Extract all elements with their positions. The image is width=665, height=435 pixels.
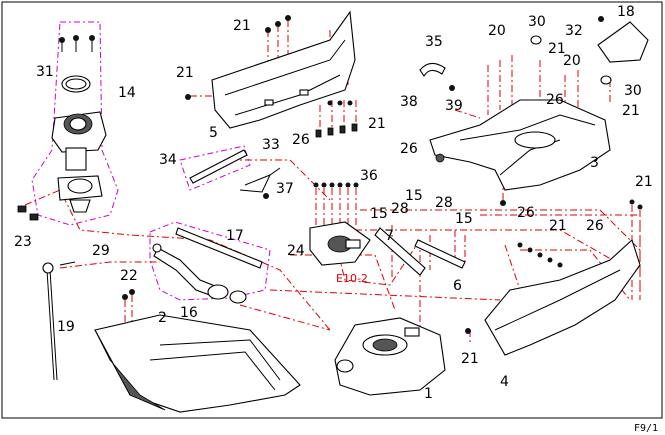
- callout-23: 23: [14, 234, 32, 250]
- callout-15-a: 15: [405, 188, 423, 204]
- part-3-floor-panel: [429, 99, 611, 206]
- callout-26-mid: 26: [292, 132, 310, 148]
- callout-30-top: 30: [528, 14, 546, 30]
- part-35-clip: [419, 62, 455, 91]
- callout-21-top: 21: [233, 18, 251, 34]
- part-17-hose: [175, 227, 263, 269]
- page-id: F9/1: [634, 423, 658, 434]
- callout-20-b: 20: [563, 53, 581, 69]
- callout-21-mid: 21: [368, 116, 386, 132]
- part-23-screws: [17, 205, 39, 221]
- callout-24: 24: [287, 243, 305, 259]
- group-outline-fuel-pump: [31, 21, 119, 226]
- callout-28-b: 28: [435, 195, 453, 211]
- callout-4: 4: [500, 374, 509, 390]
- part-16-hose: [152, 243, 247, 304]
- callout-1: 1: [424, 386, 433, 402]
- callout-5: 5: [209, 125, 218, 141]
- callout-7: 7: [385, 228, 394, 244]
- callout-31: 31: [36, 64, 54, 80]
- callout-32: 32: [565, 23, 583, 39]
- callout-21-right: 21: [548, 41, 566, 57]
- callout-2: 2: [158, 310, 167, 326]
- callout-34: 34: [159, 152, 177, 168]
- callout-22: 22: [120, 268, 138, 284]
- part-33-bracket: [239, 167, 281, 199]
- part-4-side-cover: [465, 199, 643, 356]
- part-2-under-cover: [94, 289, 301, 413]
- callout-labels: 31 14 23 29 19 22 2 16 17 34 33 37 36 24…: [14, 4, 653, 402]
- callout-3: 3: [590, 155, 599, 171]
- part-24-valve: [309, 182, 371, 266]
- group-outline-hose-assembly: [149, 221, 271, 301]
- callout-15-b: 15: [370, 206, 388, 222]
- group-outline-hose-34: [179, 145, 251, 191]
- page-frame: [1, 1, 663, 419]
- callout-19: 19: [57, 319, 75, 335]
- callout-30-right: 30: [624, 83, 642, 99]
- part-19-fuel-sender: [42, 261, 76, 381]
- callout-18: 18: [617, 4, 635, 20]
- part-14-fuel-pump: [51, 35, 107, 213]
- callout-15-c: 15: [455, 211, 473, 227]
- part-6-rail: [414, 239, 466, 269]
- callout-17: 17: [226, 228, 244, 244]
- callout-26-lower: 26: [586, 218, 604, 234]
- callout-21-edge: 21: [635, 174, 653, 190]
- callout-26-right: 26: [546, 92, 564, 108]
- part-1-fuel-tank: [334, 317, 446, 396]
- callout-6: 6: [453, 278, 462, 294]
- callout-21-bottom: 21: [461, 351, 479, 367]
- callout-16: 16: [180, 305, 198, 321]
- callout-38: 38: [400, 94, 418, 110]
- callout-26-left: 26: [400, 141, 418, 157]
- callout-20-a: 20: [488, 23, 506, 39]
- callout-37: 37: [276, 181, 294, 197]
- callout-33: 33: [262, 137, 280, 153]
- callout-21-lower: 21: [549, 218, 567, 234]
- callout-36: 36: [360, 168, 378, 184]
- part-26-screw: [435, 153, 445, 163]
- callout-29: 29: [92, 243, 110, 259]
- callout-26-low: 26: [517, 205, 535, 221]
- callout-14: 14: [118, 85, 136, 101]
- part-5-body-cover: [185, 10, 358, 138]
- part-7-rail: [374, 227, 426, 276]
- callout-21-left: 21: [176, 65, 194, 81]
- ref-code-label: E10-2: [336, 272, 368, 285]
- part-34-hose: [189, 149, 248, 184]
- callout-39: 39: [445, 98, 463, 114]
- part-18-cover: [530, 16, 649, 85]
- callout-28-a: 28: [391, 201, 409, 217]
- callout-21-far: 21: [622, 103, 640, 119]
- callout-35: 35: [425, 34, 443, 50]
